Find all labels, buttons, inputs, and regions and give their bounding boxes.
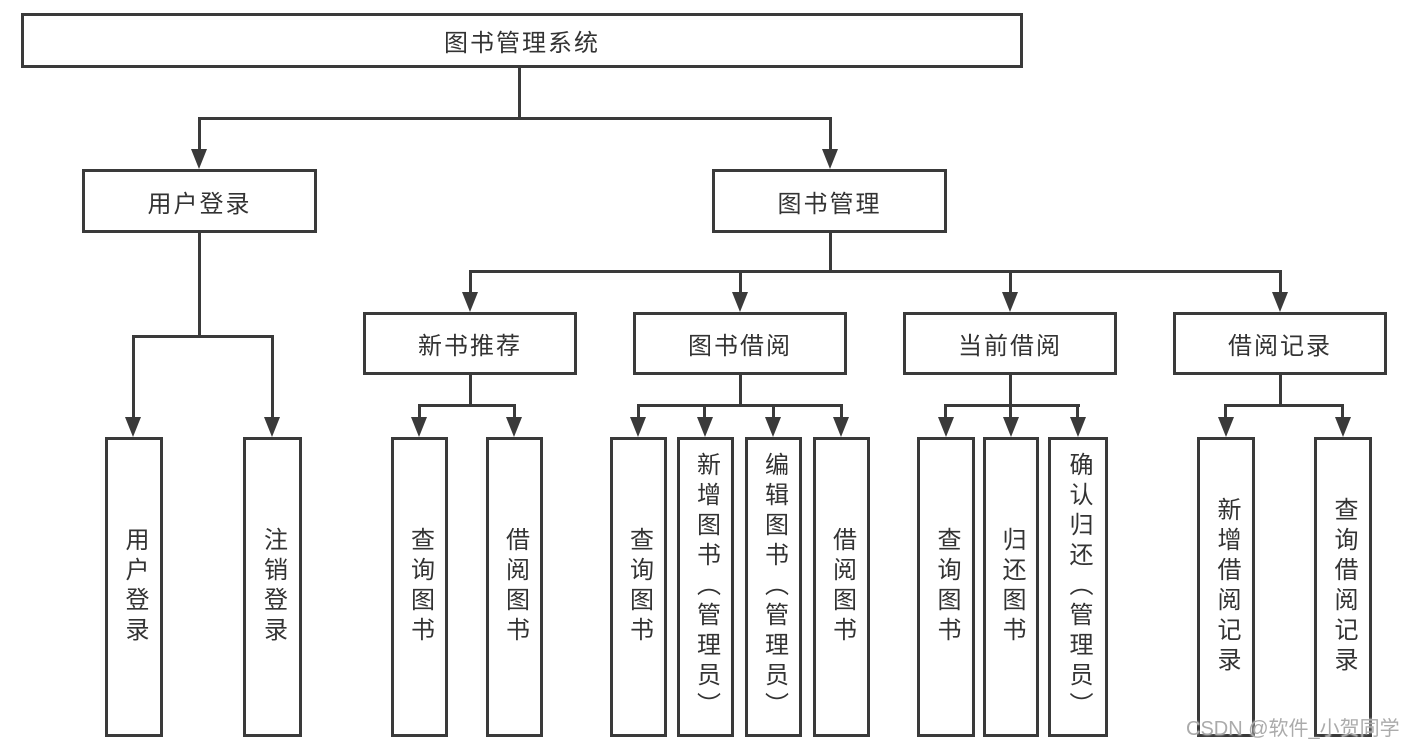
leaf-label: 借阅图书: [501, 527, 529, 647]
connector-line: [1224, 404, 1344, 407]
leaf-confirm-return-admin: 确认归还（管理员）: [1048, 437, 1108, 737]
connector-line: [637, 404, 843, 407]
node-label: 图书借阅: [688, 333, 792, 360]
arrow-down-icon: [765, 417, 781, 437]
leaf-label: 查询借阅记录: [1330, 497, 1357, 677]
connector-line: [944, 404, 1080, 407]
arrow-down-icon: [822, 149, 838, 169]
connector-line: [418, 404, 421, 418]
connector-line: [513, 404, 516, 418]
leaf-label: 归还图书: [998, 527, 1025, 647]
connector-line: [1279, 375, 1282, 405]
arrow-down-icon: [1218, 417, 1234, 437]
node-label: 用户登录: [147, 190, 252, 218]
arrow-down-icon: [1002, 292, 1018, 312]
leaf-label: 用户登录: [121, 527, 148, 647]
leaf-return-book: 归还图书: [983, 437, 1039, 737]
arrow-down-icon: [1335, 417, 1351, 437]
leaf-edit-book-admin: 编辑图书（管理员）: [745, 437, 802, 737]
arrow-down-icon: [1070, 417, 1086, 437]
arrow-down-icon: [1003, 417, 1019, 437]
leaf-label: 新增借阅记录: [1213, 497, 1240, 677]
leaf-borrow-books-borrowing: 借阅图书: [813, 437, 870, 737]
leaf-logout: 注销登录: [243, 437, 302, 737]
leaf-add-book-admin: 新增图书（管理员）: [677, 437, 734, 737]
connector-line: [829, 117, 832, 150]
arrow-down-icon: [125, 417, 141, 437]
node-book-borrowing: 图书借阅: [633, 312, 847, 375]
connector-line: [469, 270, 472, 293]
connector-line: [1279, 270, 1282, 293]
arrow-down-icon: [462, 292, 478, 312]
connector-line: [1341, 404, 1344, 418]
connector-line: [132, 335, 135, 418]
arrow-down-icon: [732, 292, 748, 312]
leaf-user-login: 用户登录: [105, 437, 163, 737]
node-library-management-system: 图书管理系统: [21, 13, 1023, 68]
node-new-book-recommend: 新书推荐: [363, 312, 577, 375]
node-label: 当前借阅: [958, 333, 1062, 360]
node-label: 图书管理: [777, 190, 882, 218]
node-current-borrowing: 当前借阅: [903, 312, 1117, 375]
connector-line: [1076, 404, 1079, 418]
leaf-query-books-borrowing: 查询图书: [610, 437, 667, 737]
node-label: 新书推荐: [418, 333, 522, 360]
connector-line: [198, 117, 832, 120]
connector-line: [469, 375, 472, 405]
leaf-label: 查询图书: [406, 527, 434, 647]
connector-line: [829, 233, 832, 271]
node-label: 借阅记录: [1228, 333, 1332, 360]
leaf-query-books-recommend: 查询图书: [391, 437, 448, 737]
leaf-add-borrow-record: 新增借阅记录: [1197, 437, 1255, 737]
connector-line: [1009, 375, 1012, 405]
leaf-query-books-current: 查询图书: [917, 437, 975, 737]
leaf-label: 查询图书: [933, 527, 960, 647]
connector-line: [469, 270, 1282, 273]
connector-line: [198, 117, 201, 150]
leaf-label: 编辑图书（管理员）: [760, 452, 788, 722]
connector-line: [1009, 404, 1012, 418]
connector-line: [1224, 404, 1227, 418]
connector-line: [132, 335, 274, 338]
arrow-down-icon: [411, 417, 427, 437]
arrow-down-icon: [506, 417, 522, 437]
connector-line: [739, 375, 742, 405]
connector-line: [1009, 270, 1012, 293]
leaf-label: 借阅图书: [828, 527, 856, 647]
node-label: 图书管理系统: [444, 30, 600, 57]
arrow-down-icon: [191, 149, 207, 169]
connector-line: [418, 404, 516, 407]
leaf-label: 注销登录: [259, 527, 287, 647]
leaf-query-borrow-record: 查询借阅记录: [1314, 437, 1372, 737]
arrow-down-icon: [264, 417, 280, 437]
connector-line: [772, 404, 775, 418]
connector-line: [944, 404, 947, 418]
node-book-management: 图书管理: [712, 169, 947, 233]
leaf-borrow-books-recommend: 借阅图书: [486, 437, 543, 737]
arrow-down-icon: [697, 417, 713, 437]
arrow-down-icon: [938, 417, 954, 437]
leaf-label: 查询图书: [625, 527, 653, 647]
connector-line: [637, 404, 640, 418]
arrow-down-icon: [630, 417, 646, 437]
csdn-watermark: CSDN @软件_小贺同学: [1186, 718, 1400, 740]
node-borrowing-records: 借阅记录: [1173, 312, 1387, 375]
connector-line: [739, 270, 742, 293]
connector-line: [198, 233, 201, 337]
connector-line: [703, 404, 706, 418]
connector-line: [840, 404, 843, 418]
leaf-label: 确认归还（管理员）: [1065, 452, 1092, 722]
arrow-down-icon: [1272, 292, 1288, 312]
arrow-down-icon: [833, 417, 849, 437]
connector-line: [271, 335, 274, 418]
node-user-login: 用户登录: [82, 169, 317, 233]
connector-line: [518, 68, 521, 117]
leaf-label: 新增图书（管理员）: [692, 452, 720, 722]
